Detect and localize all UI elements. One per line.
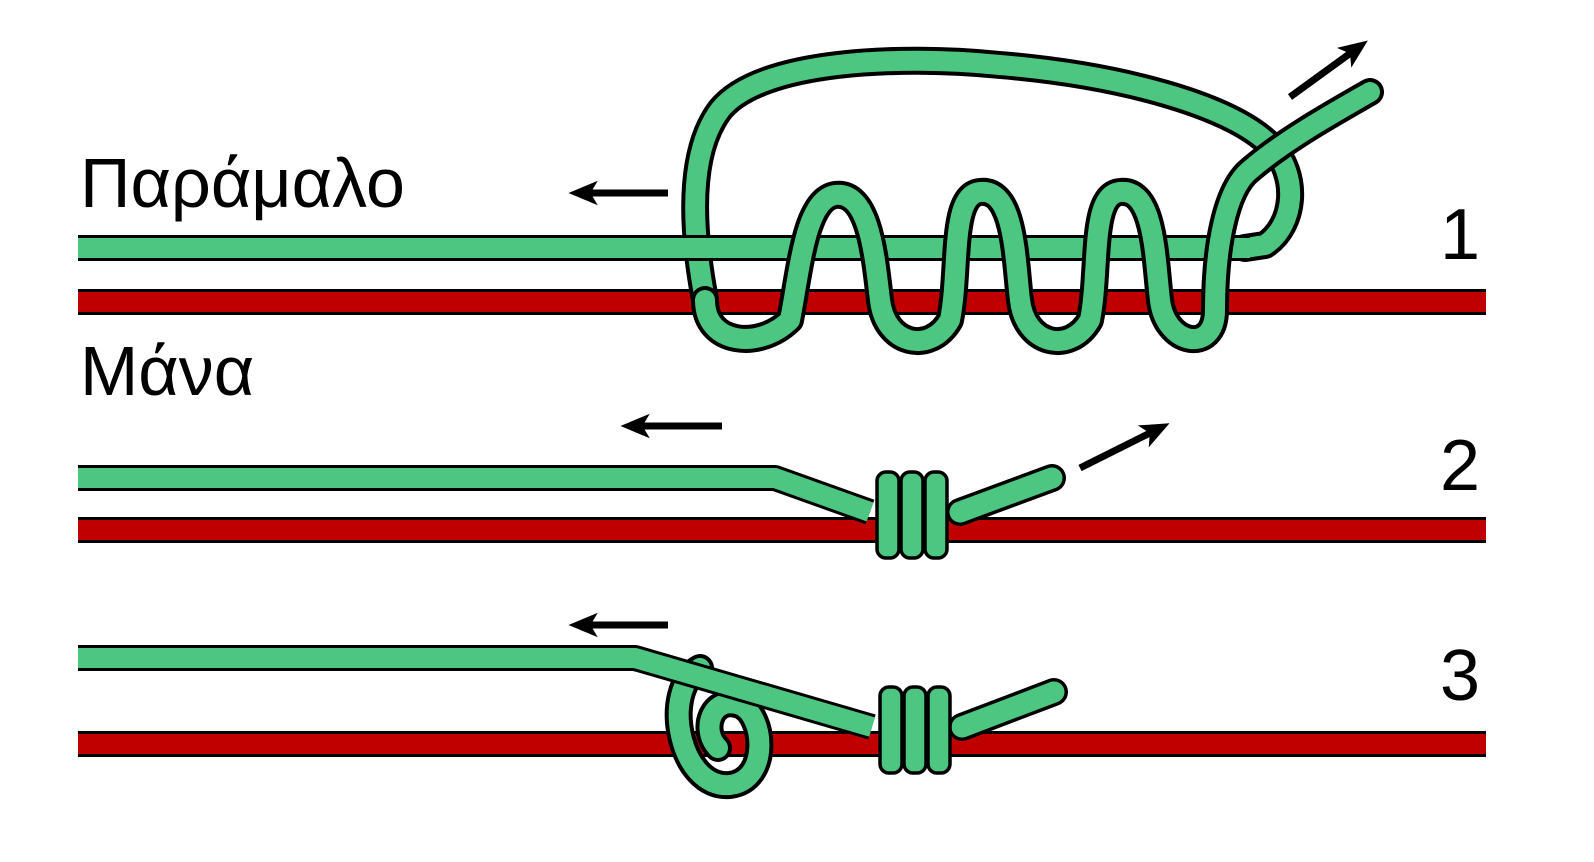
tightened-wraps bbox=[878, 685, 952, 775]
step-number-1: 1 bbox=[1440, 195, 1480, 275]
step-number-3: 3 bbox=[1440, 636, 1480, 716]
arrow-icon bbox=[1287, 40, 1368, 100]
wraps-coils bbox=[691, 78, 1384, 355]
arrow-icon bbox=[1078, 423, 1170, 472]
half-hitch-loop bbox=[664, 654, 774, 800]
mainline-label: Μάνα bbox=[80, 332, 254, 410]
leader-label: Παράμαλο bbox=[80, 144, 405, 222]
step-3-illustration bbox=[78, 612, 1486, 800]
step-number-2: 2 bbox=[1440, 426, 1480, 506]
step-2-illustration bbox=[78, 413, 1486, 560]
tightened-wraps bbox=[875, 470, 949, 560]
step-1-illustration bbox=[78, 40, 1486, 355]
